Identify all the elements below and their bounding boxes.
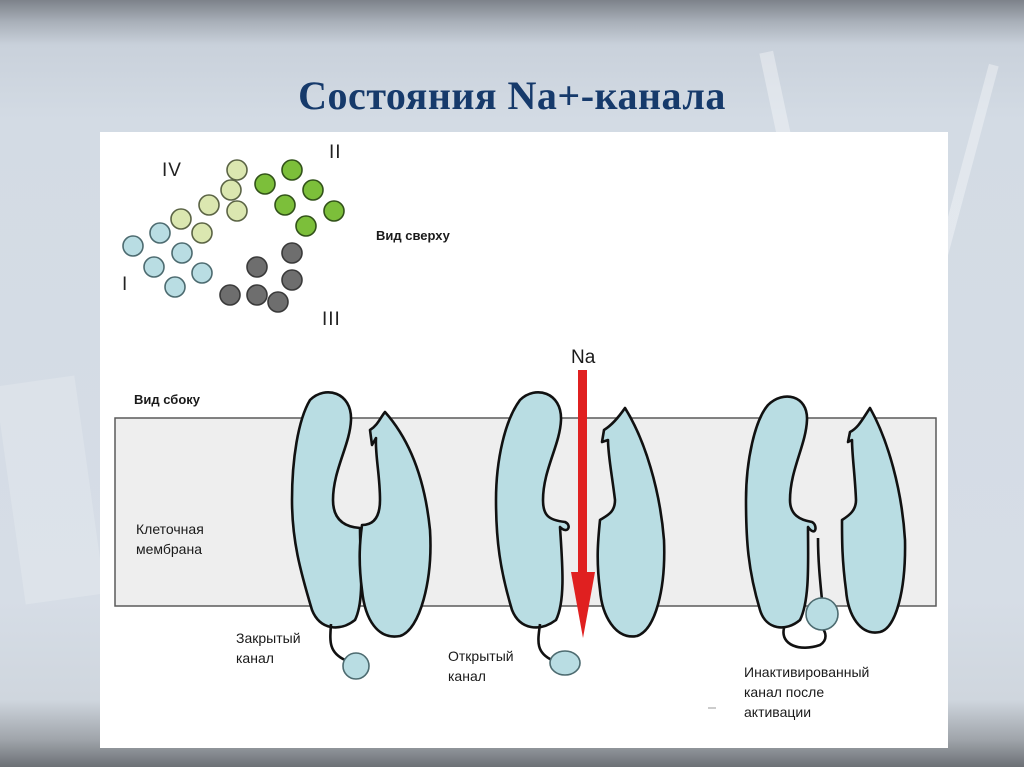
- domain-numeral-ii: II: [329, 142, 342, 163]
- domain-numeral-iii: III: [322, 309, 341, 330]
- inactivation-gate-ball: [805, 597, 839, 631]
- domain-iii-circles: [219, 242, 303, 313]
- background-shard: [0, 375, 105, 605]
- domain-i-circles: [122, 222, 213, 298]
- inactivation-gate-ball: [549, 650, 581, 676]
- domain-ii-circles: [254, 159, 345, 237]
- side-view-label: Вид сбоку: [134, 392, 201, 407]
- open-channel: [494, 391, 666, 662]
- open-channel-label: Открытый канал: [448, 648, 514, 684]
- domain-iv-circles: [170, 159, 248, 244]
- domain-numeral-i: I: [122, 274, 129, 295]
- diagram-panel: IV II I III Вид сверху Вид сбоку Клеточн…: [100, 132, 948, 748]
- top-view-circles: [122, 159, 345, 313]
- inactivated-channel: [744, 395, 907, 649]
- membrane-label: Клеточная мембрана: [136, 521, 204, 557]
- top-view-label: Вид сверху: [376, 228, 450, 243]
- closed-channel-label: Закрытый канал: [236, 630, 301, 666]
- slide-title: Состояния Na+-канала: [298, 73, 726, 118]
- na-channel-diagram: [114, 159, 937, 709]
- inactivated-channel-label: Инактивированный канал после активации: [744, 664, 870, 720]
- closed-channel: [290, 391, 432, 662]
- inactivation-gate-ball: [342, 652, 370, 680]
- ion-label-na: Na: [571, 347, 596, 368]
- domain-numeral-iv: IV: [162, 160, 182, 181]
- na-influx-arrow: [571, 370, 595, 638]
